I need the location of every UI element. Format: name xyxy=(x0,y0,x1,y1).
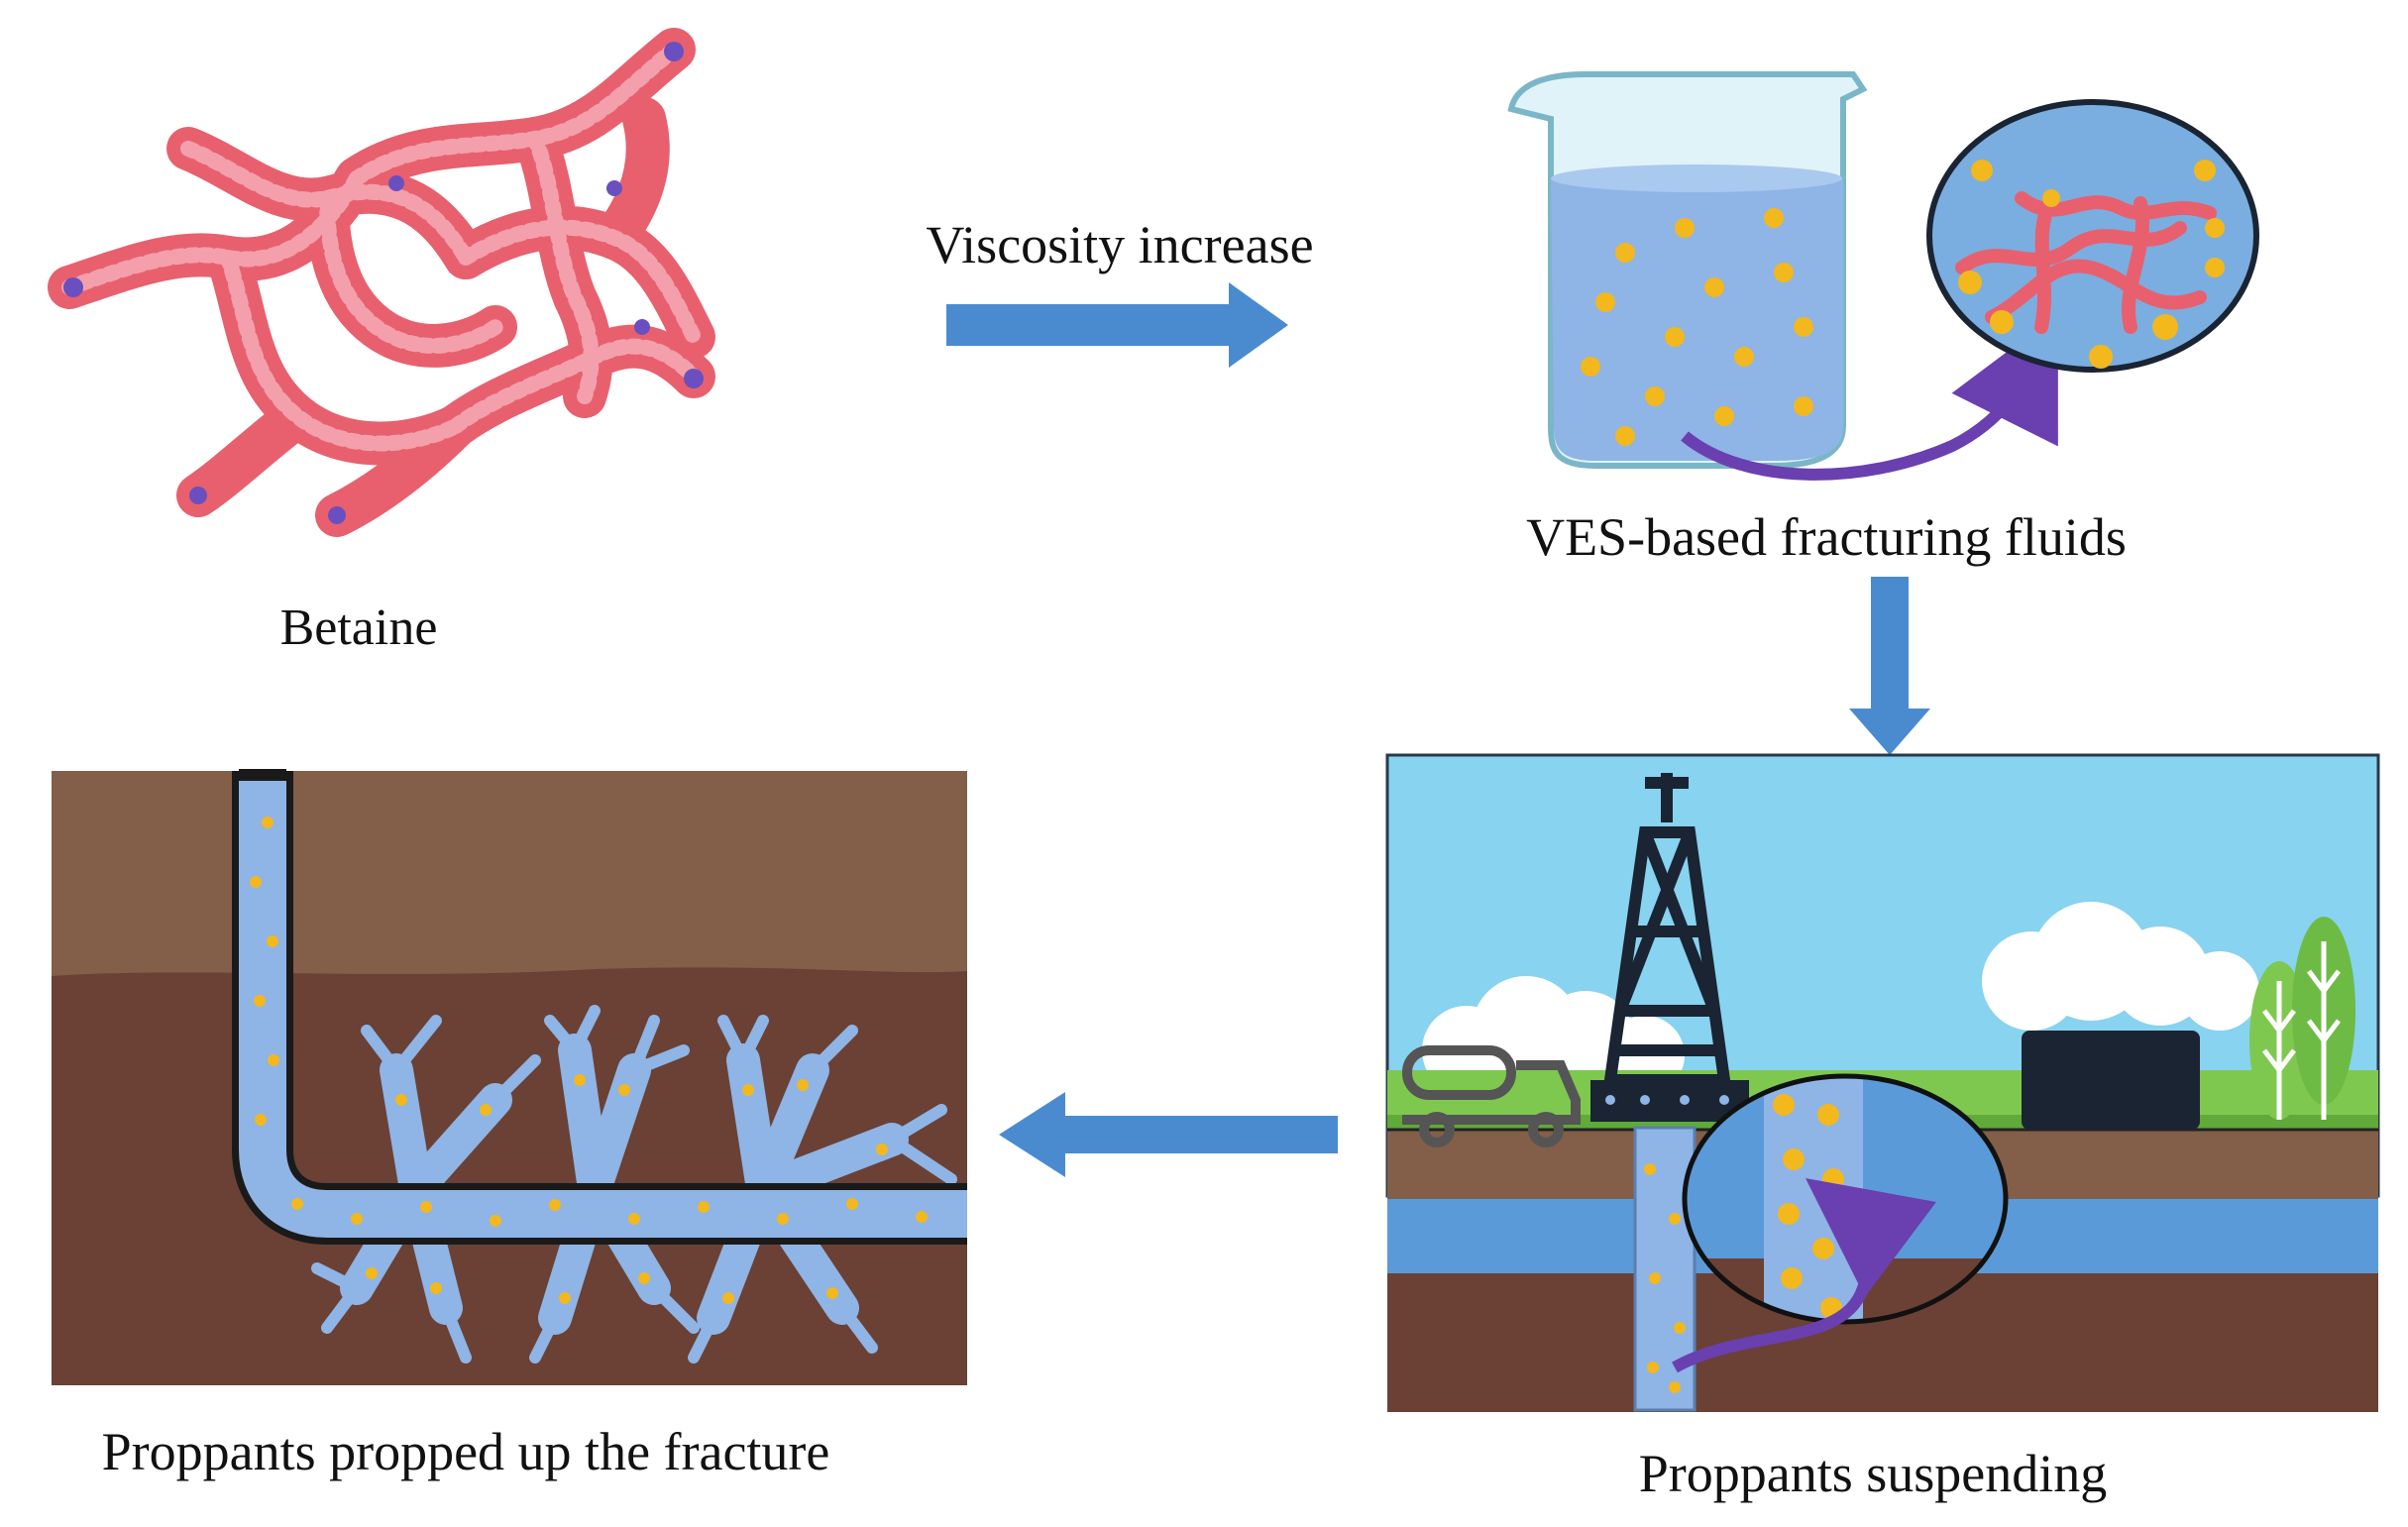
oilfield-scene xyxy=(1385,753,2380,1412)
zoom-arrow-icon xyxy=(1681,313,2058,481)
fracture-scene xyxy=(52,769,967,1385)
building-icon xyxy=(2022,1031,2200,1130)
zoom-lens-icon xyxy=(1926,99,2259,373)
tree-icon xyxy=(2249,917,2355,1120)
beaker-icon xyxy=(1507,71,1868,469)
tanker-truck-icon xyxy=(1402,1045,1581,1147)
micelle-network-icon xyxy=(48,28,715,537)
arrow-right-icon xyxy=(946,282,1288,368)
arrow-left-icon xyxy=(999,1092,1338,1177)
caption-ves: VES-based fracturing fluids xyxy=(1526,507,2127,567)
caption-betaine: Betaine xyxy=(280,600,438,656)
caption-propped: Proppants propped up the fracture xyxy=(102,1422,830,1481)
arrow-down-icon xyxy=(1849,577,1930,755)
caption-viscosity: Viscosity increase xyxy=(926,215,1313,274)
zoom-arrow-icon xyxy=(1672,1177,1937,1373)
caption-suspending: Proppants suspending xyxy=(1639,1444,2108,1503)
